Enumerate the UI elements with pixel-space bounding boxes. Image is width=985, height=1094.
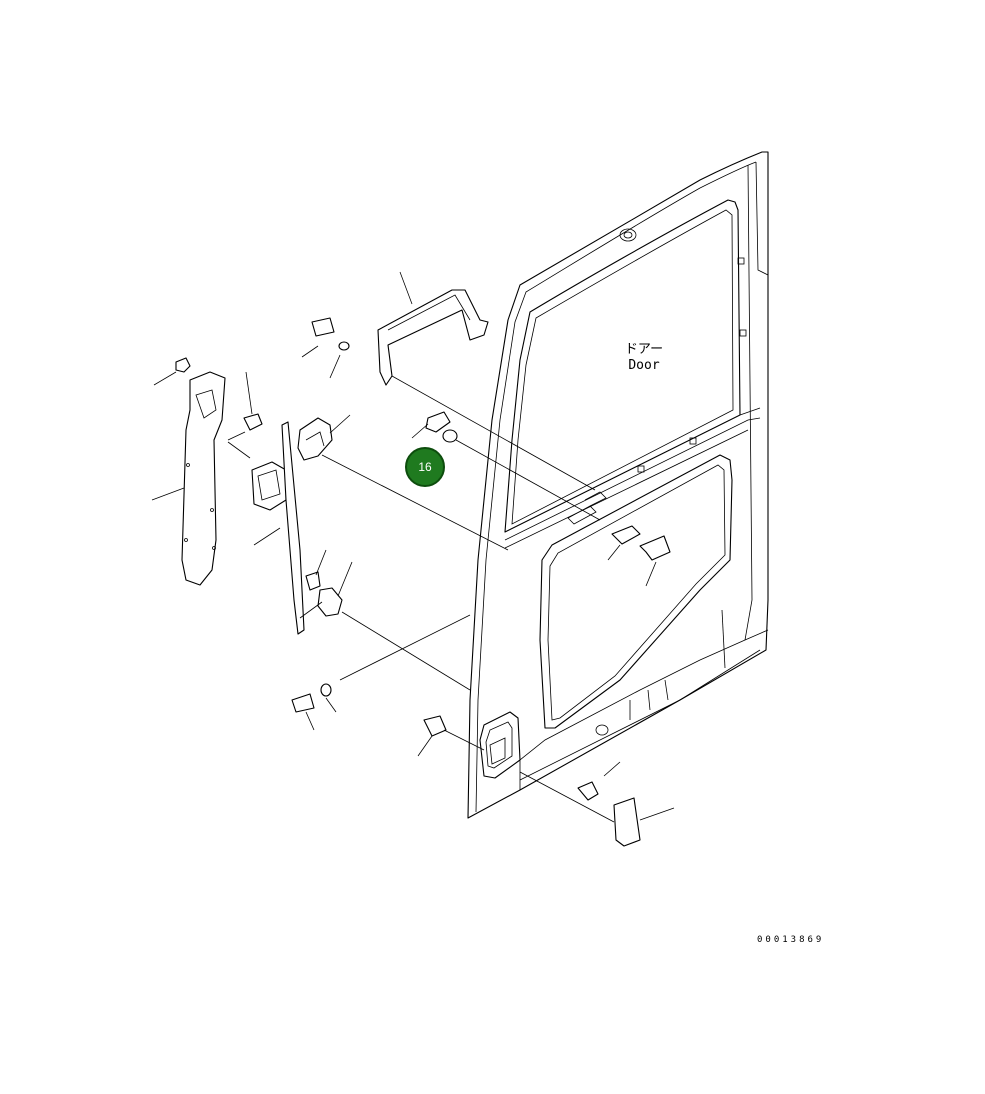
- door-label: ドアー Door: [604, 342, 684, 374]
- door-label-japanese: ドアー: [624, 342, 664, 357]
- callout-marker[interactable]: 16: [405, 447, 445, 487]
- door-label-english: Door: [628, 358, 660, 373]
- callout-number: 16: [418, 460, 432, 474]
- latch-assembly: [243, 317, 671, 847]
- door-frame: [467, 151, 769, 819]
- leader-lines: [151, 271, 675, 823]
- drawing-number: 00013869: [757, 935, 825, 945]
- grab-handle: [377, 289, 489, 386]
- trim-panel: [175, 357, 226, 586]
